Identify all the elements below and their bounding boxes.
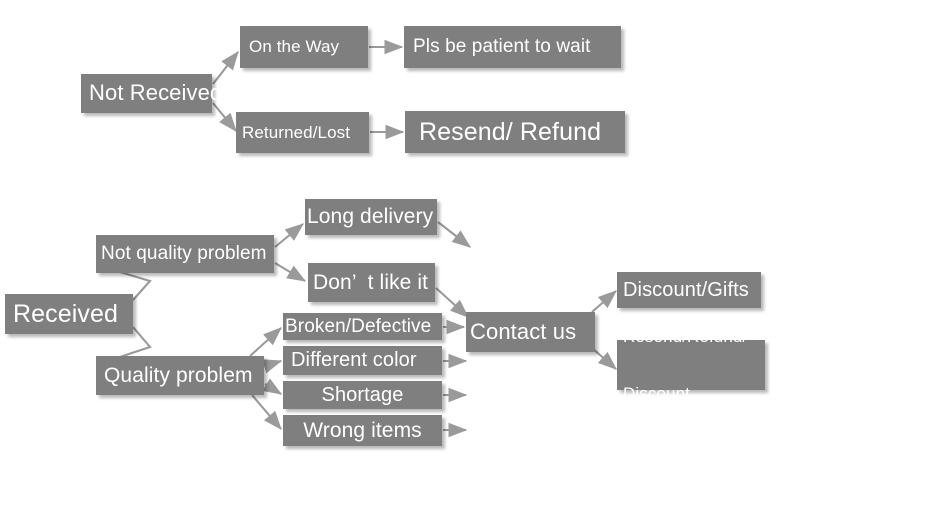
node-different-color-label: Different color: [291, 349, 417, 372]
node-returned-lost-label: Returned/Lost: [242, 122, 351, 142]
node-wrong-items-label: Wrong items: [303, 418, 422, 442]
node-discount-gifts-label: Discount/Gifts: [623, 278, 749, 301]
node-received[interactable]: Received: [5, 294, 133, 334]
node-quality-problem-label: Quality problem: [104, 363, 253, 387]
edge-notquality-dontlikeit: [274, 262, 307, 282]
edge-quality-broken: [249, 327, 282, 357]
edge-notquality-longdelivery: [274, 223, 304, 248]
node-received-label: Received: [13, 300, 119, 328]
edge-quality-shortage: [262, 378, 283, 395]
node-not-quality-problem[interactable]: Not quality problem: [96, 235, 274, 273]
edge-contactus-resendrefunddiscount: [591, 347, 617, 370]
node-dont-like-it-label: Don’ t like it: [313, 270, 429, 294]
edge-notreceived-returnedlost: [212, 102, 237, 132]
node-resend-refund-discount[interactable]: Resend/Refund/ Discount: [617, 327, 765, 403]
node-not-quality-problem-label: Not quality problem: [101, 243, 267, 265]
node-contact-us[interactable]: Contact us: [466, 312, 595, 352]
node-contact-us-label: Contact us: [470, 318, 577, 344]
node-discount-gifts[interactable]: Discount/Gifts: [617, 272, 761, 308]
node-quality-problem[interactable]: Quality problem: [96, 356, 264, 395]
node-dont-like-it[interactable]: Don’ t like it: [308, 263, 435, 302]
node-on-the-way-label: On the Way: [249, 37, 340, 57]
node-resend-refund-discount-line1: Resend/Refund/: [623, 326, 748, 346]
edge-contactus-discountgifts: [591, 290, 617, 313]
node-pls-be-patient[interactable]: Pls be patient to wait: [404, 26, 621, 68]
node-on-the-way[interactable]: On the Way: [240, 26, 368, 68]
node-different-color[interactable]: Different color: [283, 346, 442, 375]
edge-notreceived-ontheway: [212, 51, 239, 85]
edge-quality-differentcolor: [261, 359, 283, 374]
edge-quality-wrongitems: [251, 394, 282, 430]
node-shortage-label: Shortage: [321, 383, 404, 406]
node-resend-refund-discount-text: Resend/Refund/ Discount: [623, 289, 747, 441]
node-resend-refund-label: Resend/ Refund: [419, 118, 602, 146]
node-pls-be-patient-label: Pls be patient to wait: [413, 36, 591, 58]
node-resend-refund-discount-line2: Discount: [623, 384, 690, 404]
node-not-received[interactable]: Not Received: [81, 74, 222, 113]
node-long-delivery-label: Long delivery: [307, 205, 434, 229]
edge-longdelivery-contactus: [437, 221, 471, 248]
node-wrong-items[interactable]: Wrong items: [283, 415, 442, 446]
node-returned-lost[interactable]: Returned/Lost: [236, 112, 369, 153]
node-shortage[interactable]: Shortage: [283, 381, 442, 409]
node-long-delivery[interactable]: Long delivery: [305, 199, 437, 235]
node-resend-refund[interactable]: Resend/ Refund: [405, 111, 625, 153]
node-not-received-label: Not Received: [89, 80, 223, 106]
node-broken-defective-label: Broken/Defective: [285, 315, 432, 337]
node-broken-defective[interactable]: Broken/Defective: [283, 313, 442, 340]
